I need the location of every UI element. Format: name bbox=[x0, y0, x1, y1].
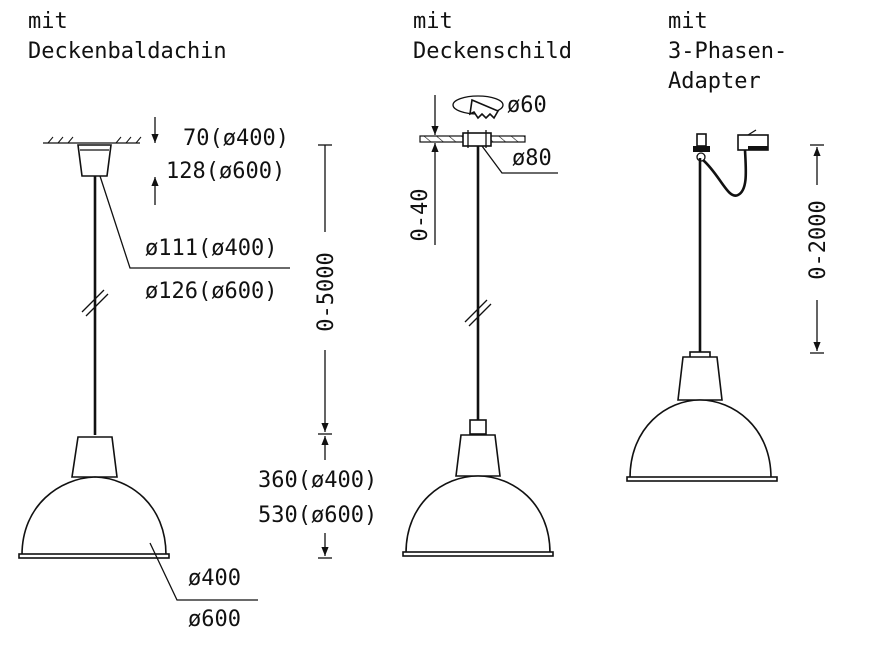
dim-cable-length-3: 0-2000 bbox=[806, 200, 831, 279]
dim-shade-height-600: 530(ø600) bbox=[258, 503, 377, 528]
dim-canopy-dia-400: ø111(ø400) bbox=[145, 236, 277, 261]
dim-shade-dia-600: ø600 bbox=[188, 607, 241, 632]
title-2-line1: mit bbox=[413, 9, 453, 34]
dim-canopy-dia-600: ø126(ø600) bbox=[145, 279, 277, 304]
title-3-line1: mit bbox=[668, 9, 708, 34]
title-1-line1: mit bbox=[28, 9, 68, 34]
title-2-line2: Deckenschild bbox=[413, 39, 572, 64]
lamp-track-adapter-variant bbox=[626, 129, 778, 482]
dim-cable-length-1: 0-5000 bbox=[314, 252, 339, 331]
lamp-canopy-variant bbox=[18, 136, 170, 559]
dim-canopy-height-400: 70(ø400) bbox=[183, 126, 289, 151]
title-3-line2: 3-Phasen- bbox=[668, 39, 787, 64]
dim-shade-height-400: 360(ø400) bbox=[258, 468, 377, 493]
lamp-ceiling-plate-variant bbox=[402, 95, 554, 557]
dim-adjust: 0-40 bbox=[408, 189, 433, 242]
dim-canopy-height-600: 128(ø600) bbox=[166, 159, 285, 184]
title-1-line2: Deckenbaldachin bbox=[28, 39, 227, 64]
dim-cover-dia-80: ø80 bbox=[512, 146, 552, 171]
title-3-line3: Adapter bbox=[668, 69, 761, 94]
dim-cover-dia-60: ø60 bbox=[507, 93, 547, 118]
dim-shade-dia-400: ø400 bbox=[188, 566, 241, 591]
